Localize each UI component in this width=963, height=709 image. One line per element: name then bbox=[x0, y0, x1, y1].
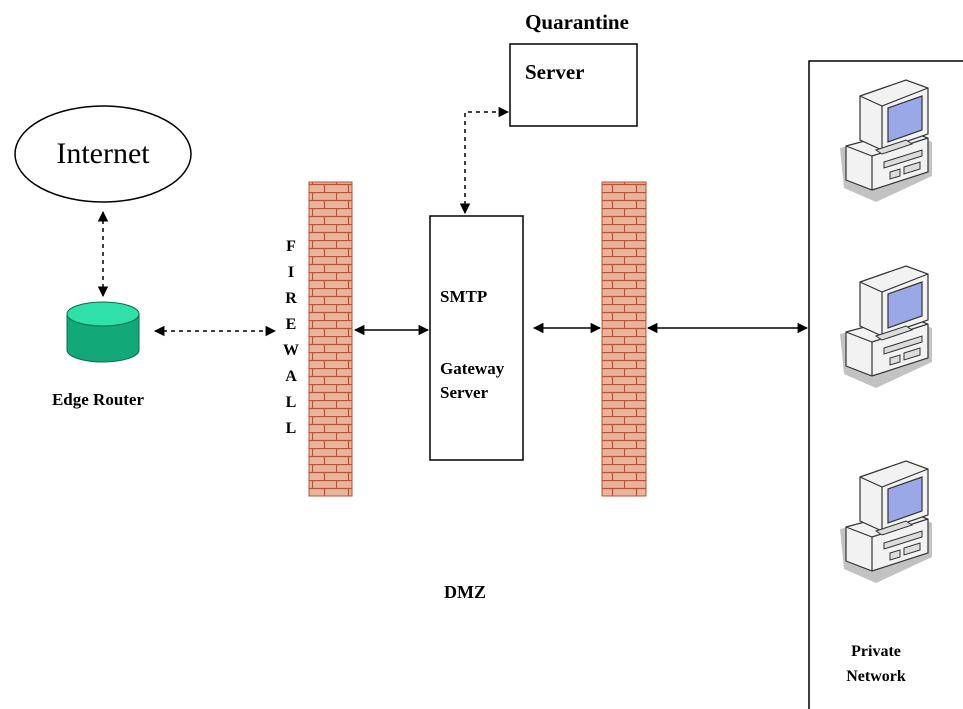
firewall-letter: A bbox=[285, 368, 297, 385]
gateway-label-line2: Server bbox=[440, 383, 489, 402]
private-network-label-line2: Network bbox=[846, 668, 906, 685]
firewall-letter: L bbox=[286, 394, 297, 411]
private-network-panel bbox=[808, 60, 963, 709]
firewall-label: F I R E W A L L bbox=[283, 238, 299, 437]
internet-node: Internet bbox=[14, 105, 192, 203]
smtp-gateway-server-box bbox=[429, 215, 524, 461]
workstation-computer-icon bbox=[839, 79, 933, 203]
workstation-computer-icon bbox=[839, 265, 933, 389]
gateway-label-line1: Gateway bbox=[440, 359, 505, 378]
inner-firewall-wall bbox=[601, 181, 647, 497]
edge-router-icon bbox=[66, 301, 140, 363]
smtp-label: SMTP bbox=[440, 287, 487, 306]
quarantine-server-label: Server bbox=[525, 60, 584, 84]
firewall-letter: E bbox=[286, 316, 297, 333]
firewall-letter: F bbox=[286, 238, 296, 255]
firewall-letter: I bbox=[288, 264, 294, 281]
workstation-computer-icon bbox=[839, 460, 933, 584]
quarantine-server-box bbox=[509, 43, 638, 127]
quarantine-title: Quarantine bbox=[525, 10, 629, 34]
outer-firewall-wall bbox=[308, 181, 353, 497]
smtp-quarantine-link bbox=[459, 106, 510, 215]
firewall-letter: R bbox=[285, 290, 297, 307]
firewall-letter: L bbox=[286, 420, 297, 437]
internet-label: Internet bbox=[56, 137, 150, 170]
dmz-label: DMZ bbox=[444, 582, 486, 602]
edge-router-label: Edge Router bbox=[52, 390, 145, 409]
private-network-label-line1: Private bbox=[851, 643, 901, 660]
firewall-letter: W bbox=[283, 342, 299, 359]
